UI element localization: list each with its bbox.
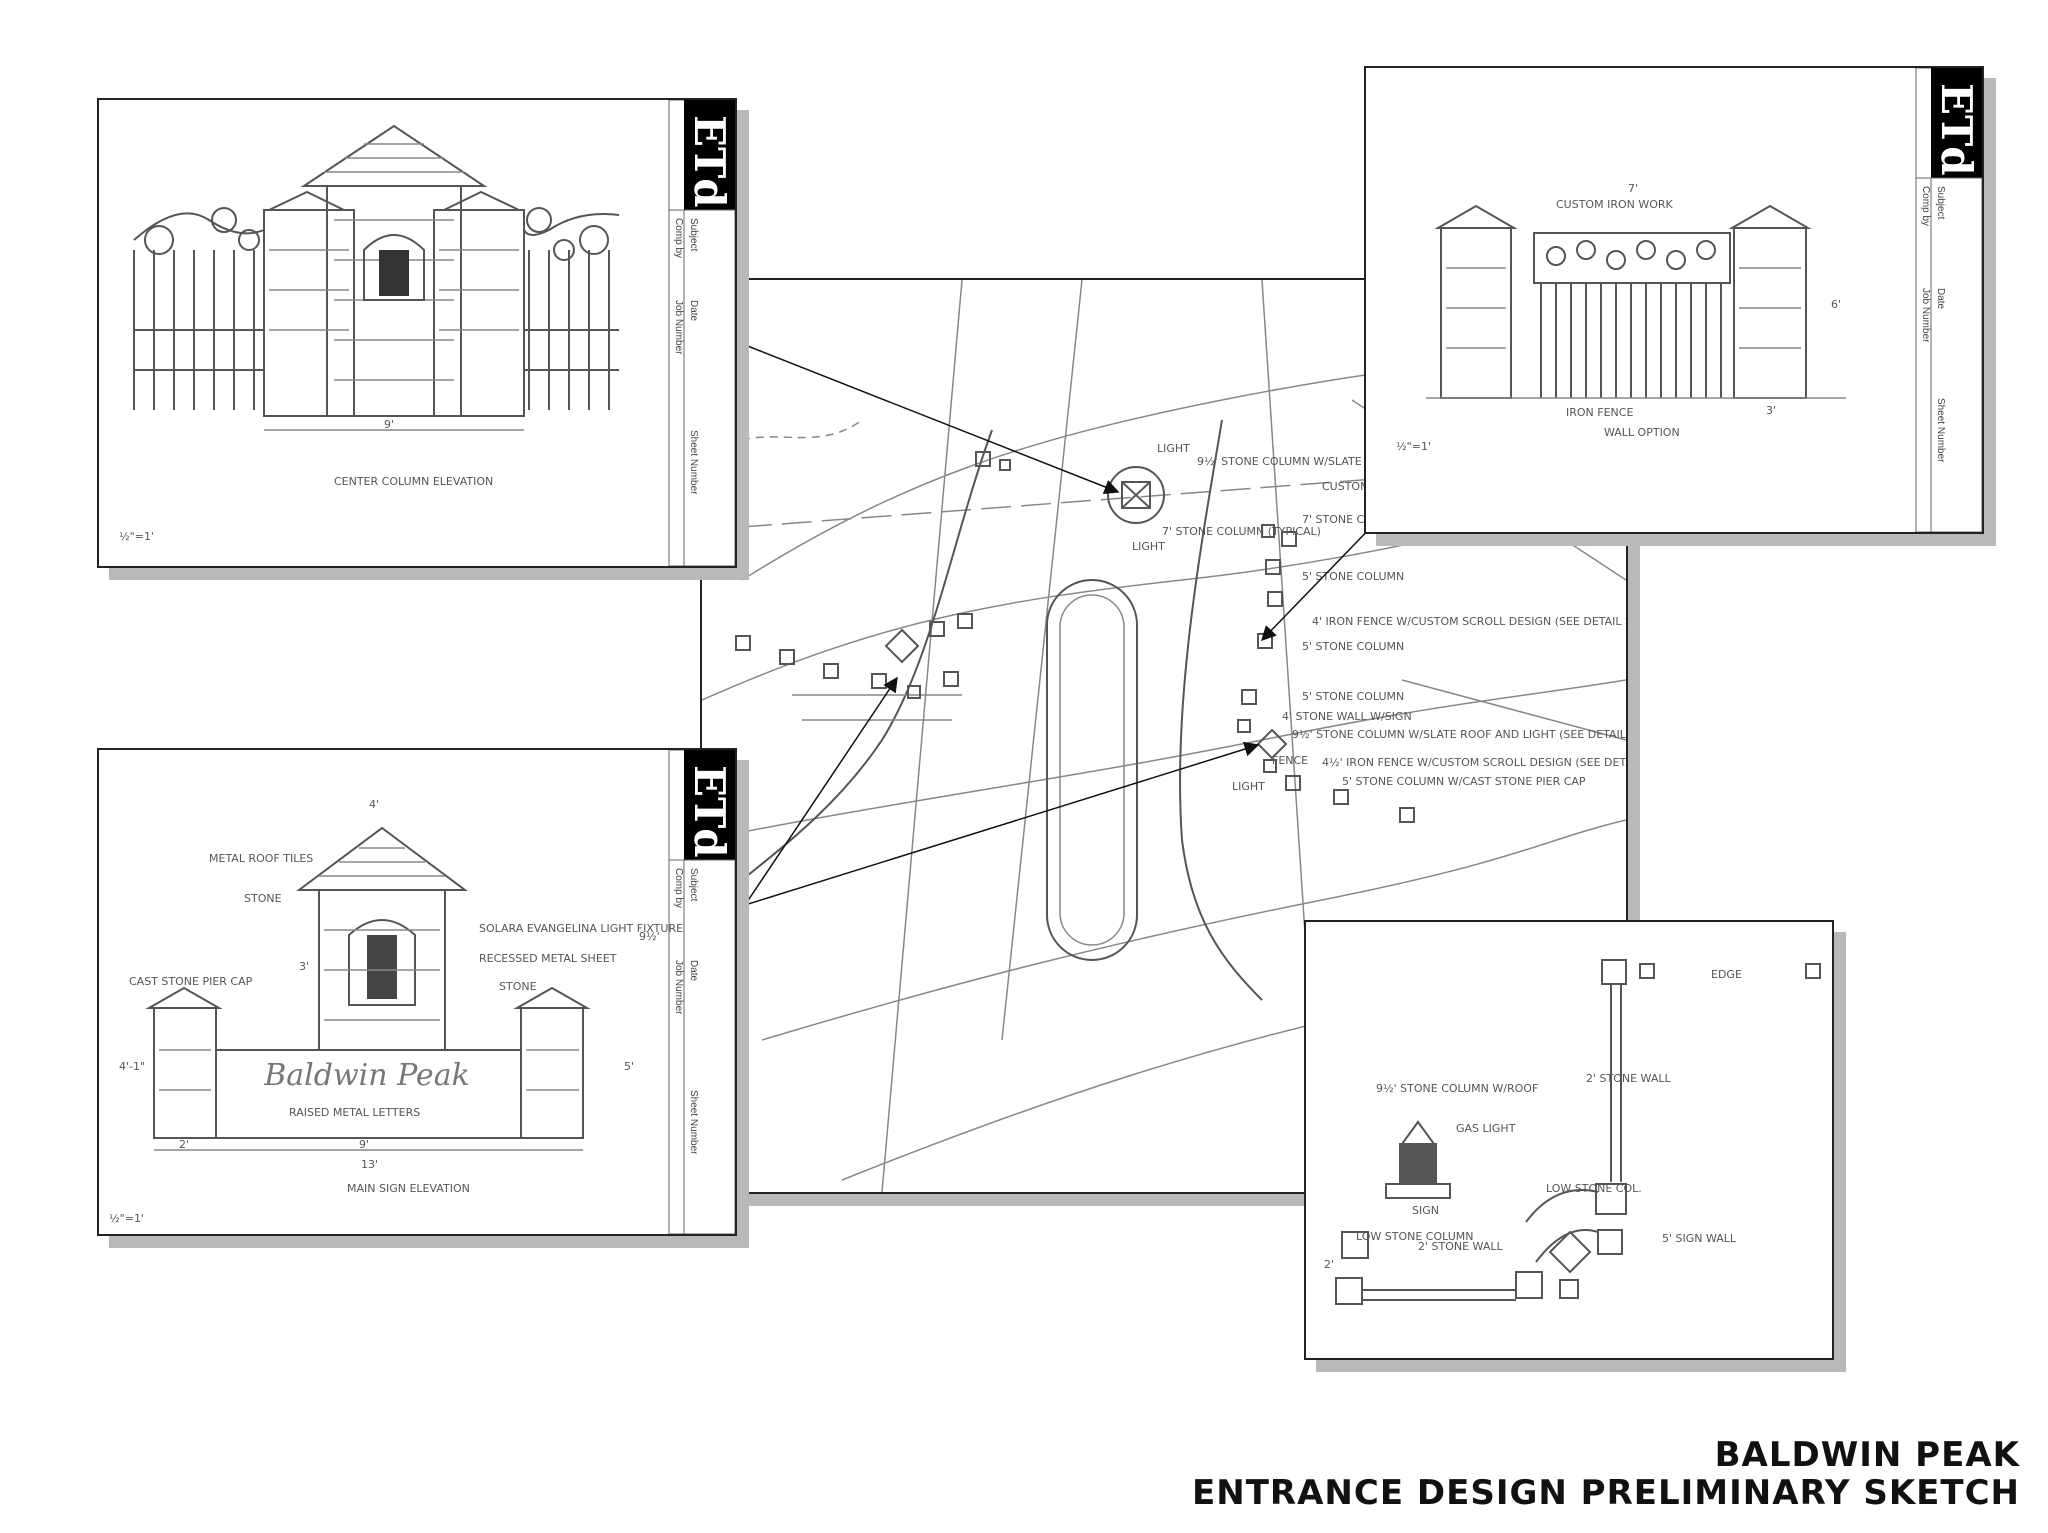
- center-column-drawing: ETd Subject Comp by Date Job Number Shee…: [119, 100, 735, 566]
- custom-iron-work: CUSTOM IRON WORK: [1556, 198, 1674, 211]
- column-markers-left: [735, 451, 1011, 699]
- sign-note: SOLARA EVANGELINA LIGHT FIXTURE: [479, 922, 683, 935]
- center-column-label: CENTER COLUMN ELEVATION: [334, 475, 493, 488]
- sheet-title: BALDWIN PEAK ENTRANCE DESIGN PRELIMINARY…: [1192, 1436, 2020, 1512]
- wall-dim-right: 6': [1831, 298, 1841, 311]
- site-note: 4' STONE WALL W/SIGN: [1282, 710, 1412, 723]
- sign-text: Baldwin Peak: [263, 1058, 470, 1093]
- site-note: LIGHT: [1232, 780, 1265, 793]
- site-note: 5' STONE COLUMN: [1302, 690, 1404, 703]
- site-note: 4' IRON FENCE W/CUSTOM SCROLL DESIGN (SE…: [1312, 615, 1626, 628]
- main-sign-scale: ½"=1': [109, 1212, 144, 1225]
- wall-option-panel: ETd Subject Comp by Date Job Number Shee…: [1364, 66, 1984, 534]
- tb-sheet-number: Sheet Number: [1935, 398, 1946, 463]
- wall-dim-top: 7': [1628, 182, 1638, 195]
- etd-logo: ETd: [685, 765, 734, 858]
- main-sign-panel: ETd Subject Comp by Date Job Number Shee…: [97, 748, 737, 1236]
- main-sign-label: MAIN SIGN ELEVATION: [347, 1182, 470, 1195]
- site-note: FENCE: [1272, 754, 1308, 767]
- dim: 5': [624, 1060, 634, 1073]
- gate-right: [523, 207, 620, 410]
- site-note: LIGHT: [1132, 540, 1165, 553]
- center-column-scale: ½"=1': [119, 530, 154, 543]
- site-note: 7' STONE COLUMN (TYPICAL): [1162, 525, 1321, 538]
- corner-sketch-panel: EDGE 2' STONE WALL 9½' STONE COLUMN W/RO…: [1304, 920, 1834, 1360]
- wall-option-drawing: ETd Subject Comp by Date Job Number Shee…: [1396, 68, 1982, 532]
- corner-note: 2' STONE WALL: [1586, 1072, 1671, 1085]
- dim: 2': [179, 1138, 189, 1151]
- dim: 4': [369, 798, 379, 811]
- iron-fence-label: IRON FENCE: [1566, 406, 1633, 419]
- corner-note: 2' STONE WALL: [1418, 1240, 1503, 1253]
- tb-date: Date: [1935, 288, 1946, 310]
- etd-logo: ETd: [1932, 83, 1981, 176]
- corner-note: LOW STONE COL.: [1546, 1182, 1642, 1195]
- tb-date: Date: [688, 960, 699, 982]
- corner-note: SIGN: [1412, 1204, 1439, 1217]
- wall-option-scale: ½"=1': [1396, 440, 1431, 453]
- sign-note: STONE: [499, 980, 537, 993]
- corner-note: 5' SIGN WALL: [1662, 1232, 1737, 1245]
- gate-left: [133, 207, 265, 410]
- corner-note: LOW STONE COLUMN: [1356, 1230, 1474, 1243]
- tb-job-number: Job Number: [1920, 288, 1931, 343]
- site-note: 4½' IRON FENCE W/CUSTOM SCROLL DESIGN (S…: [1322, 756, 1626, 769]
- tb-comp-by: Comp by: [673, 868, 684, 908]
- main-sign-drawing: ETd Subject Comp by Date Job Number Shee…: [109, 750, 735, 1234]
- site-note: 9½' STONE COLUMN W/SLATE ROOF AND LIGHT …: [1292, 728, 1626, 741]
- site-note: LIGHT: [1157, 442, 1190, 455]
- corner-note: 2': [1324, 1258, 1334, 1271]
- dim: 3': [299, 960, 309, 973]
- sign-note: CAST STONE PIER CAP: [129, 975, 253, 988]
- site-note: 5' STONE COLUMN: [1302, 640, 1404, 653]
- sign-note: STONE: [244, 892, 282, 905]
- corner-note: EDGE: [1711, 968, 1742, 981]
- title-line-1: BALDWIN PEAK: [1714, 1435, 2020, 1475]
- corner-notes: EDGE 2' STONE WALL 9½' STONE COLUMN W/RO…: [1324, 968, 1742, 1271]
- tb-date: Date: [688, 300, 699, 322]
- center-column-panel: ETd Subject Comp by Date Job Number Shee…: [97, 98, 737, 568]
- dim: 13': [361, 1158, 378, 1171]
- dim: 4'-1": [119, 1060, 145, 1073]
- etd-logo: ETd: [685, 115, 734, 208]
- sign-note: RECESSED METAL SHEET: [479, 952, 617, 965]
- tb-job-number: Job Number: [673, 960, 684, 1015]
- tb-job-number: Job Number: [673, 300, 684, 355]
- wall-dim-bottom: 3': [1766, 404, 1776, 417]
- tb-subject: Subject: [688, 218, 699, 252]
- corner-note: GAS LIGHT: [1456, 1122, 1516, 1135]
- corner-note: 9½' STONE COLUMN W/ROOF: [1376, 1082, 1538, 1095]
- dim: 9½': [639, 930, 660, 943]
- tb-sheet-number: Sheet Number: [688, 430, 699, 495]
- title-line-2: ENTRANCE DESIGN PRELIMINARY SKETCH: [1192, 1473, 2020, 1514]
- corner-sketch-drawing: EDGE 2' STONE WALL 9½' STONE COLUMN W/RO…: [1324, 959, 1821, 1305]
- site-note: 5' STONE COLUMN: [1302, 570, 1404, 583]
- dim: 9': [359, 1138, 369, 1151]
- tb-comp-by: Comp by: [1920, 186, 1931, 226]
- sign-note: METAL ROOF TILES: [209, 852, 313, 865]
- tb-comp-by: Comp by: [673, 218, 684, 258]
- wall-option-label: WALL OPTION: [1604, 426, 1680, 439]
- tb-subject: Subject: [1935, 186, 1946, 220]
- raised-letters: RAISED METAL LETTERS: [289, 1106, 420, 1119]
- site-note: 5' STONE COLUMN W/CAST STONE PIER CAP: [1342, 775, 1586, 788]
- tb-sheet-number: Sheet Number: [688, 1090, 699, 1155]
- tb-subject: Subject: [688, 868, 699, 902]
- cc-dim: 9': [384, 418, 394, 431]
